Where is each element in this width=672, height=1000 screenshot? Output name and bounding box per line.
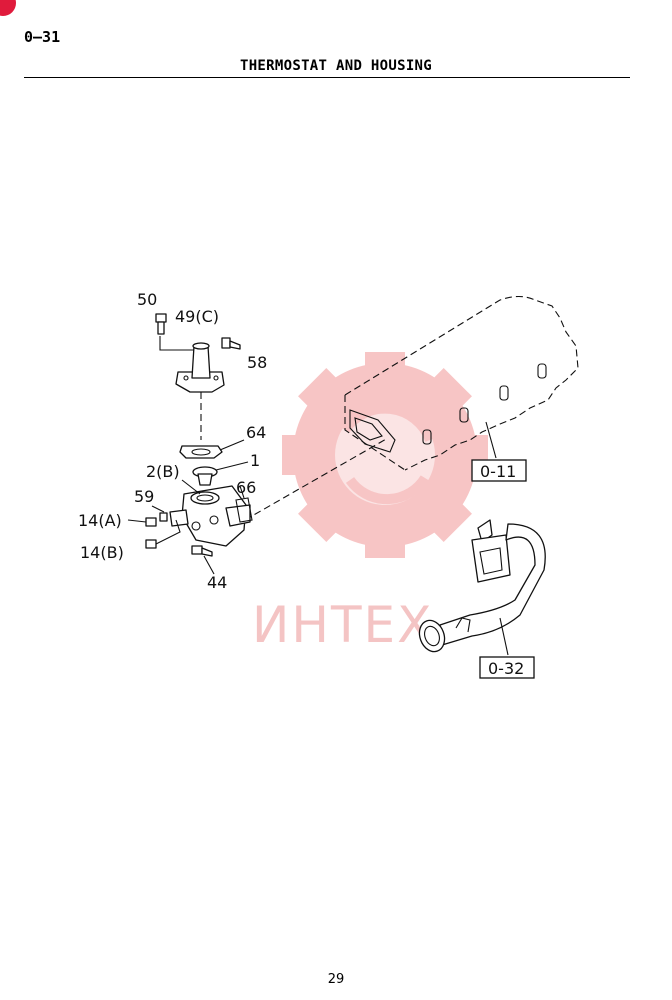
section-code: 0—31 [24,28,61,46]
callout-50: 50 [137,290,157,309]
water-pipe [418,519,546,656]
ref-0-11-label: 0-11 [480,462,516,481]
mount-centerline [244,437,389,521]
engine-block [344,295,579,471]
thermostat-1 [192,466,218,486]
watermark-text: ИНТЕХ [252,596,433,654]
plug-14a [145,517,157,527]
leader-2b [181,479,201,495]
title-divider [24,77,630,78]
leader-44 [203,555,215,575]
callout-59: 59 [134,487,154,506]
ref-box-0-32 [479,656,535,679]
leader-64 [219,439,245,451]
ref-0-32-label: 0-32 [488,659,524,678]
page-title: THERMOSTAT AND HOUSING [239,58,433,74]
gasket-64 [179,445,223,459]
gasket-66 [235,497,253,523]
plug-59 [159,512,168,522]
bolt-58 [221,337,241,350]
callout-66: 66 [236,478,256,497]
corner-badge-icon [0,0,16,16]
leader-50 [159,336,196,351]
bolt-44 [191,545,213,557]
callout-14b: 14(B) [80,543,124,562]
callout-44: 44 [207,573,227,592]
plug-14b [145,539,157,549]
watermark-gear-icon [282,352,488,558]
leader-14a [127,519,147,523]
thermostat-cover-49c [175,342,225,393]
callout-58: 58 [247,353,267,372]
leader-14b [155,519,181,545]
callout-49c: 49(C) [175,307,219,326]
thermostat-housing-2b [169,485,251,547]
leader-1 [215,461,249,471]
leader-59 [151,505,165,513]
callout-2b: 2(B) [146,462,180,481]
leader-66 [239,485,245,499]
callout-64: 64 [246,423,266,442]
callout-1: 1 [250,451,260,470]
page-number: 29 [327,972,345,987]
ref-box-0-11 [471,459,527,482]
callout-14a: 14(A) [78,511,122,530]
bolt-50 [155,313,167,335]
